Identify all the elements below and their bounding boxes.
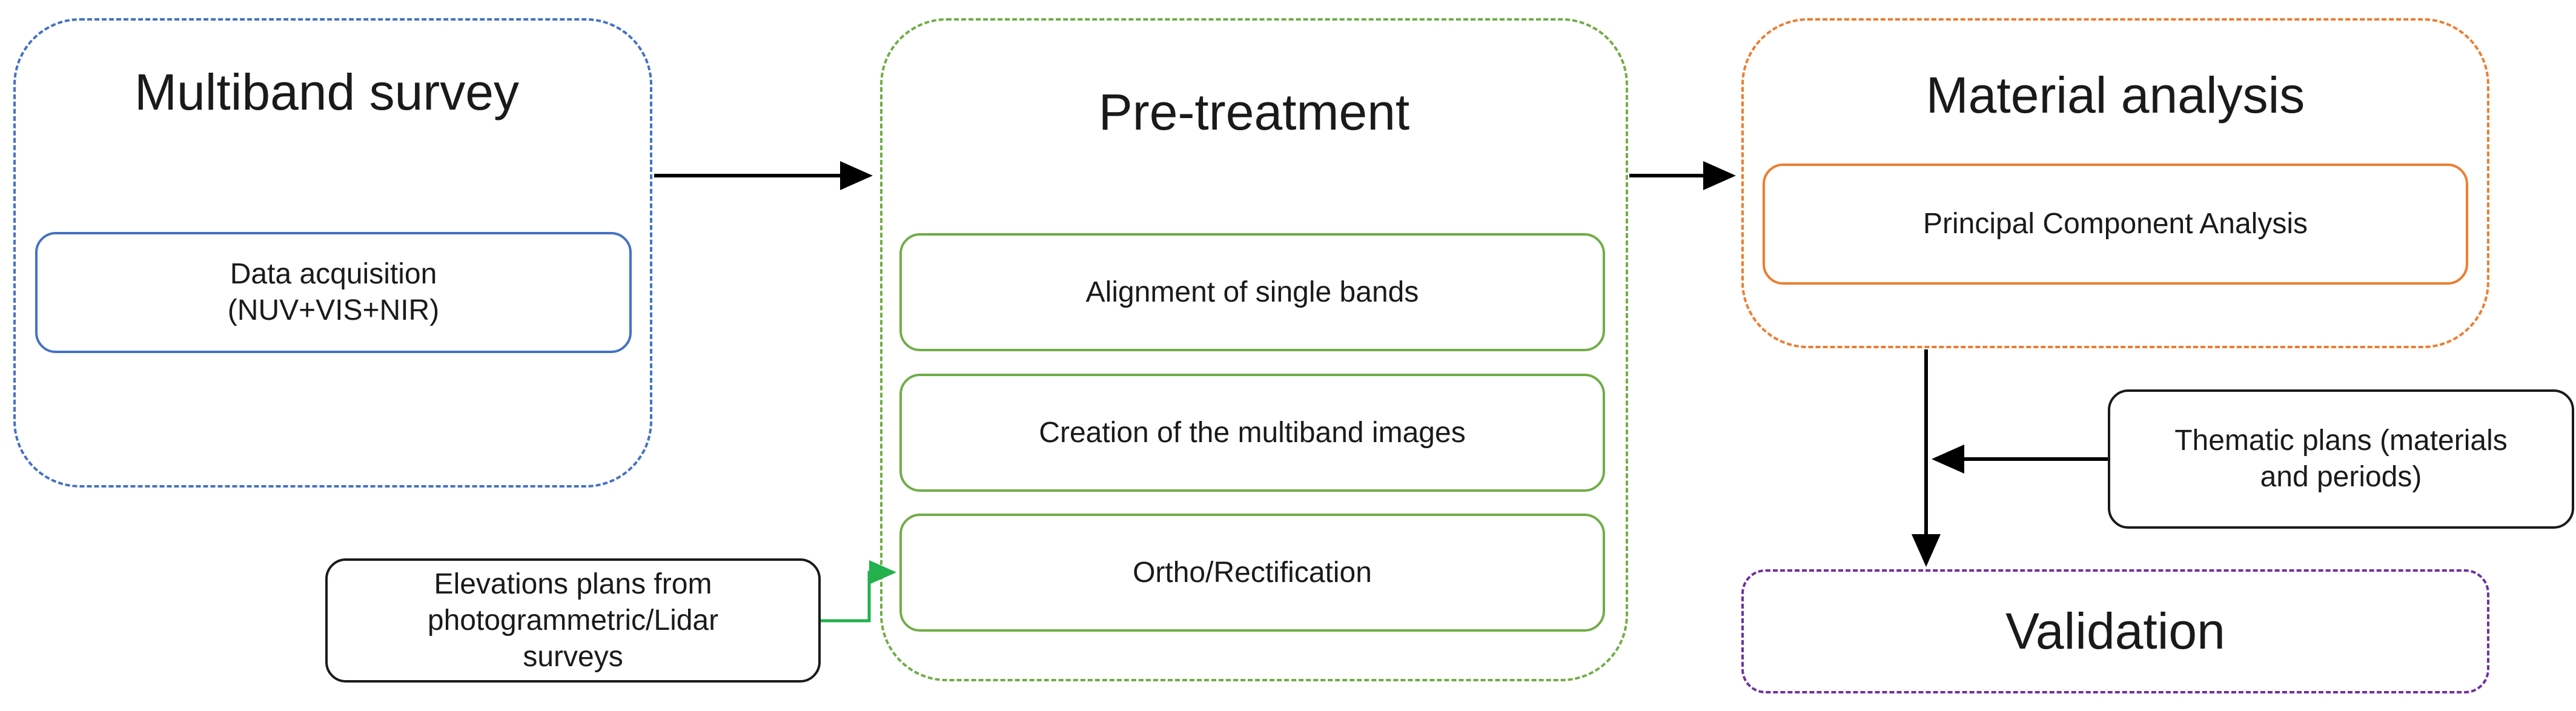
stage-material-analysis: Material analysis [1741, 18, 2489, 348]
step-data-acquisition: Data acquisition (NUV+VIS+NIR) [35, 232, 632, 353]
stage-pre-treatment: Pre-treatment [880, 18, 1628, 681]
input-thematic-plans: Thematic plans (materials and periods) [2108, 389, 2574, 529]
step-ortho-rectification: Ortho/Rectification [899, 514, 1605, 632]
step-pca-label: Principal Component Analysis [1923, 208, 2308, 240]
input-elevations-plans: Elevations plans from photogrammetric/Li… [325, 558, 821, 683]
arrow-elevations-to-ortho [821, 560, 896, 623]
step-multiband-images-label: Creation of the multiband images [1039, 416, 1466, 449]
stage-multiband-survey: Multiband survey [13, 18, 652, 488]
stage-title-validation: Validation [2005, 603, 2225, 660]
stage-title-material-analysis: Material analysis [1925, 67, 2305, 124]
step-data-acquisition-label: Data acquisition (NUV+VIS+NIR) [227, 258, 440, 326]
step-multiband-images: Creation of the multiband images [899, 374, 1605, 492]
input-thematic-plans-label: Thematic plans (materials and periods) [2174, 425, 2508, 493]
step-alignment: Alignment of single bands [899, 233, 1605, 351]
stage-validation: Validation [1741, 569, 2489, 693]
input-elevations-plans-label: Elevations plans from photogrammetric/Li… [427, 567, 719, 673]
step-ortho-rectification-label: Ortho/Rectification [1133, 556, 1372, 589]
stage-title-pre-treatment: Pre-treatment [1098, 84, 1410, 141]
step-principal-component-analysis: Principal Component Analysis [1763, 164, 2468, 285]
stage-title-multiband-survey: Multiband survey [134, 64, 519, 121]
step-alignment-label: Alignment of single bands [1085, 276, 1419, 308]
